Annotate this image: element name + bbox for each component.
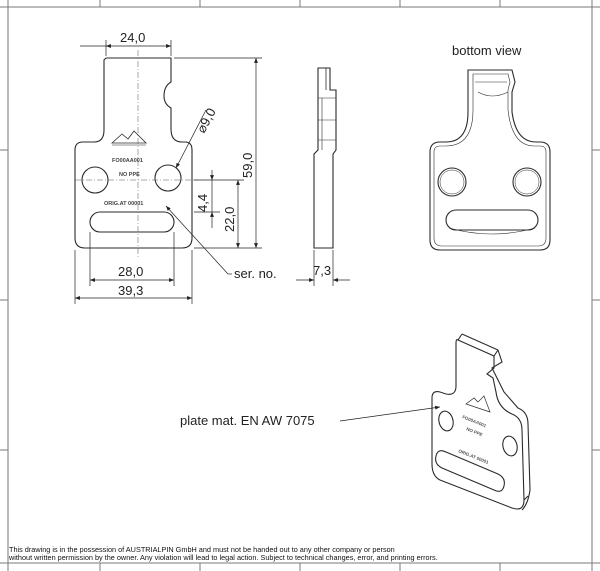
mountain-logo-icon: [110, 130, 147, 144]
dim-hole-diameter: ⌀9,0: [193, 105, 218, 135]
dim-height: 59,0: [240, 153, 255, 178]
dim-hole-diameter-value: 9,0: [197, 105, 219, 128]
side-view: [313, 67, 337, 249]
iso-right-hole: [502, 435, 518, 457]
iso-mountain-logo-icon: [465, 395, 491, 413]
engraving-serial: ORIG.AT 00001: [104, 201, 143, 207]
iso-left-hole: [438, 410, 454, 432]
front-view: [74, 57, 193, 249]
iso-engraving-no-ppe: NO PPE: [466, 426, 484, 437]
disclaimer-line-1: This drawing is in the possession of AUS…: [9, 545, 395, 554]
iso-back-outline: [461, 333, 531, 511]
dim-slot-height: 22,0: [222, 207, 237, 232]
front-slot: [89, 211, 175, 233]
dim-hole-offset: 4,4: [195, 194, 210, 212]
front-right-hole: [154, 164, 182, 192]
bottom-view-inner: [433, 73, 547, 247]
dim-thickness: 7,3: [313, 263, 331, 278]
side-view-outline: [313, 67, 337, 249]
engraving-no-ppe: NO PPE: [119, 172, 140, 178]
dim-overall-width: 39,3: [118, 283, 143, 298]
iso-slot: [435, 450, 505, 492]
plate-material-leader: [339, 405, 441, 422]
iso-engraving-part-code: FO00AA001: [462, 414, 488, 428]
ser-no-label: ser. no.: [234, 266, 277, 281]
dim-top-width: 24,0: [120, 30, 145, 45]
front-view-outline: [74, 57, 193, 249]
iso-engraving-serial: ORIG.AT 00001: [458, 448, 490, 465]
bottom-left-hole: [437, 167, 467, 197]
iso-front-outline: [431, 338, 525, 510]
bottom-view: [429, 69, 551, 251]
bottom-slot: [445, 209, 539, 231]
isometric-view: [431, 333, 531, 511]
center-lines: [75, 50, 198, 258]
disclaimer-line-2: without written permission by the owner.…: [8, 553, 438, 562]
side-dimensions: [296, 250, 350, 286]
engraving-part-code: FO00AA001: [112, 158, 143, 164]
bottom-view-label: bottom view: [452, 43, 522, 58]
front-dimensions: [74, 40, 262, 304]
bottom-view-outer: [429, 69, 551, 251]
plate-material-label: plate mat. EN AW 7075: [180, 413, 315, 428]
dim-slot-width: 28,0: [118, 264, 143, 279]
bottom-right-hole: [512, 167, 542, 197]
